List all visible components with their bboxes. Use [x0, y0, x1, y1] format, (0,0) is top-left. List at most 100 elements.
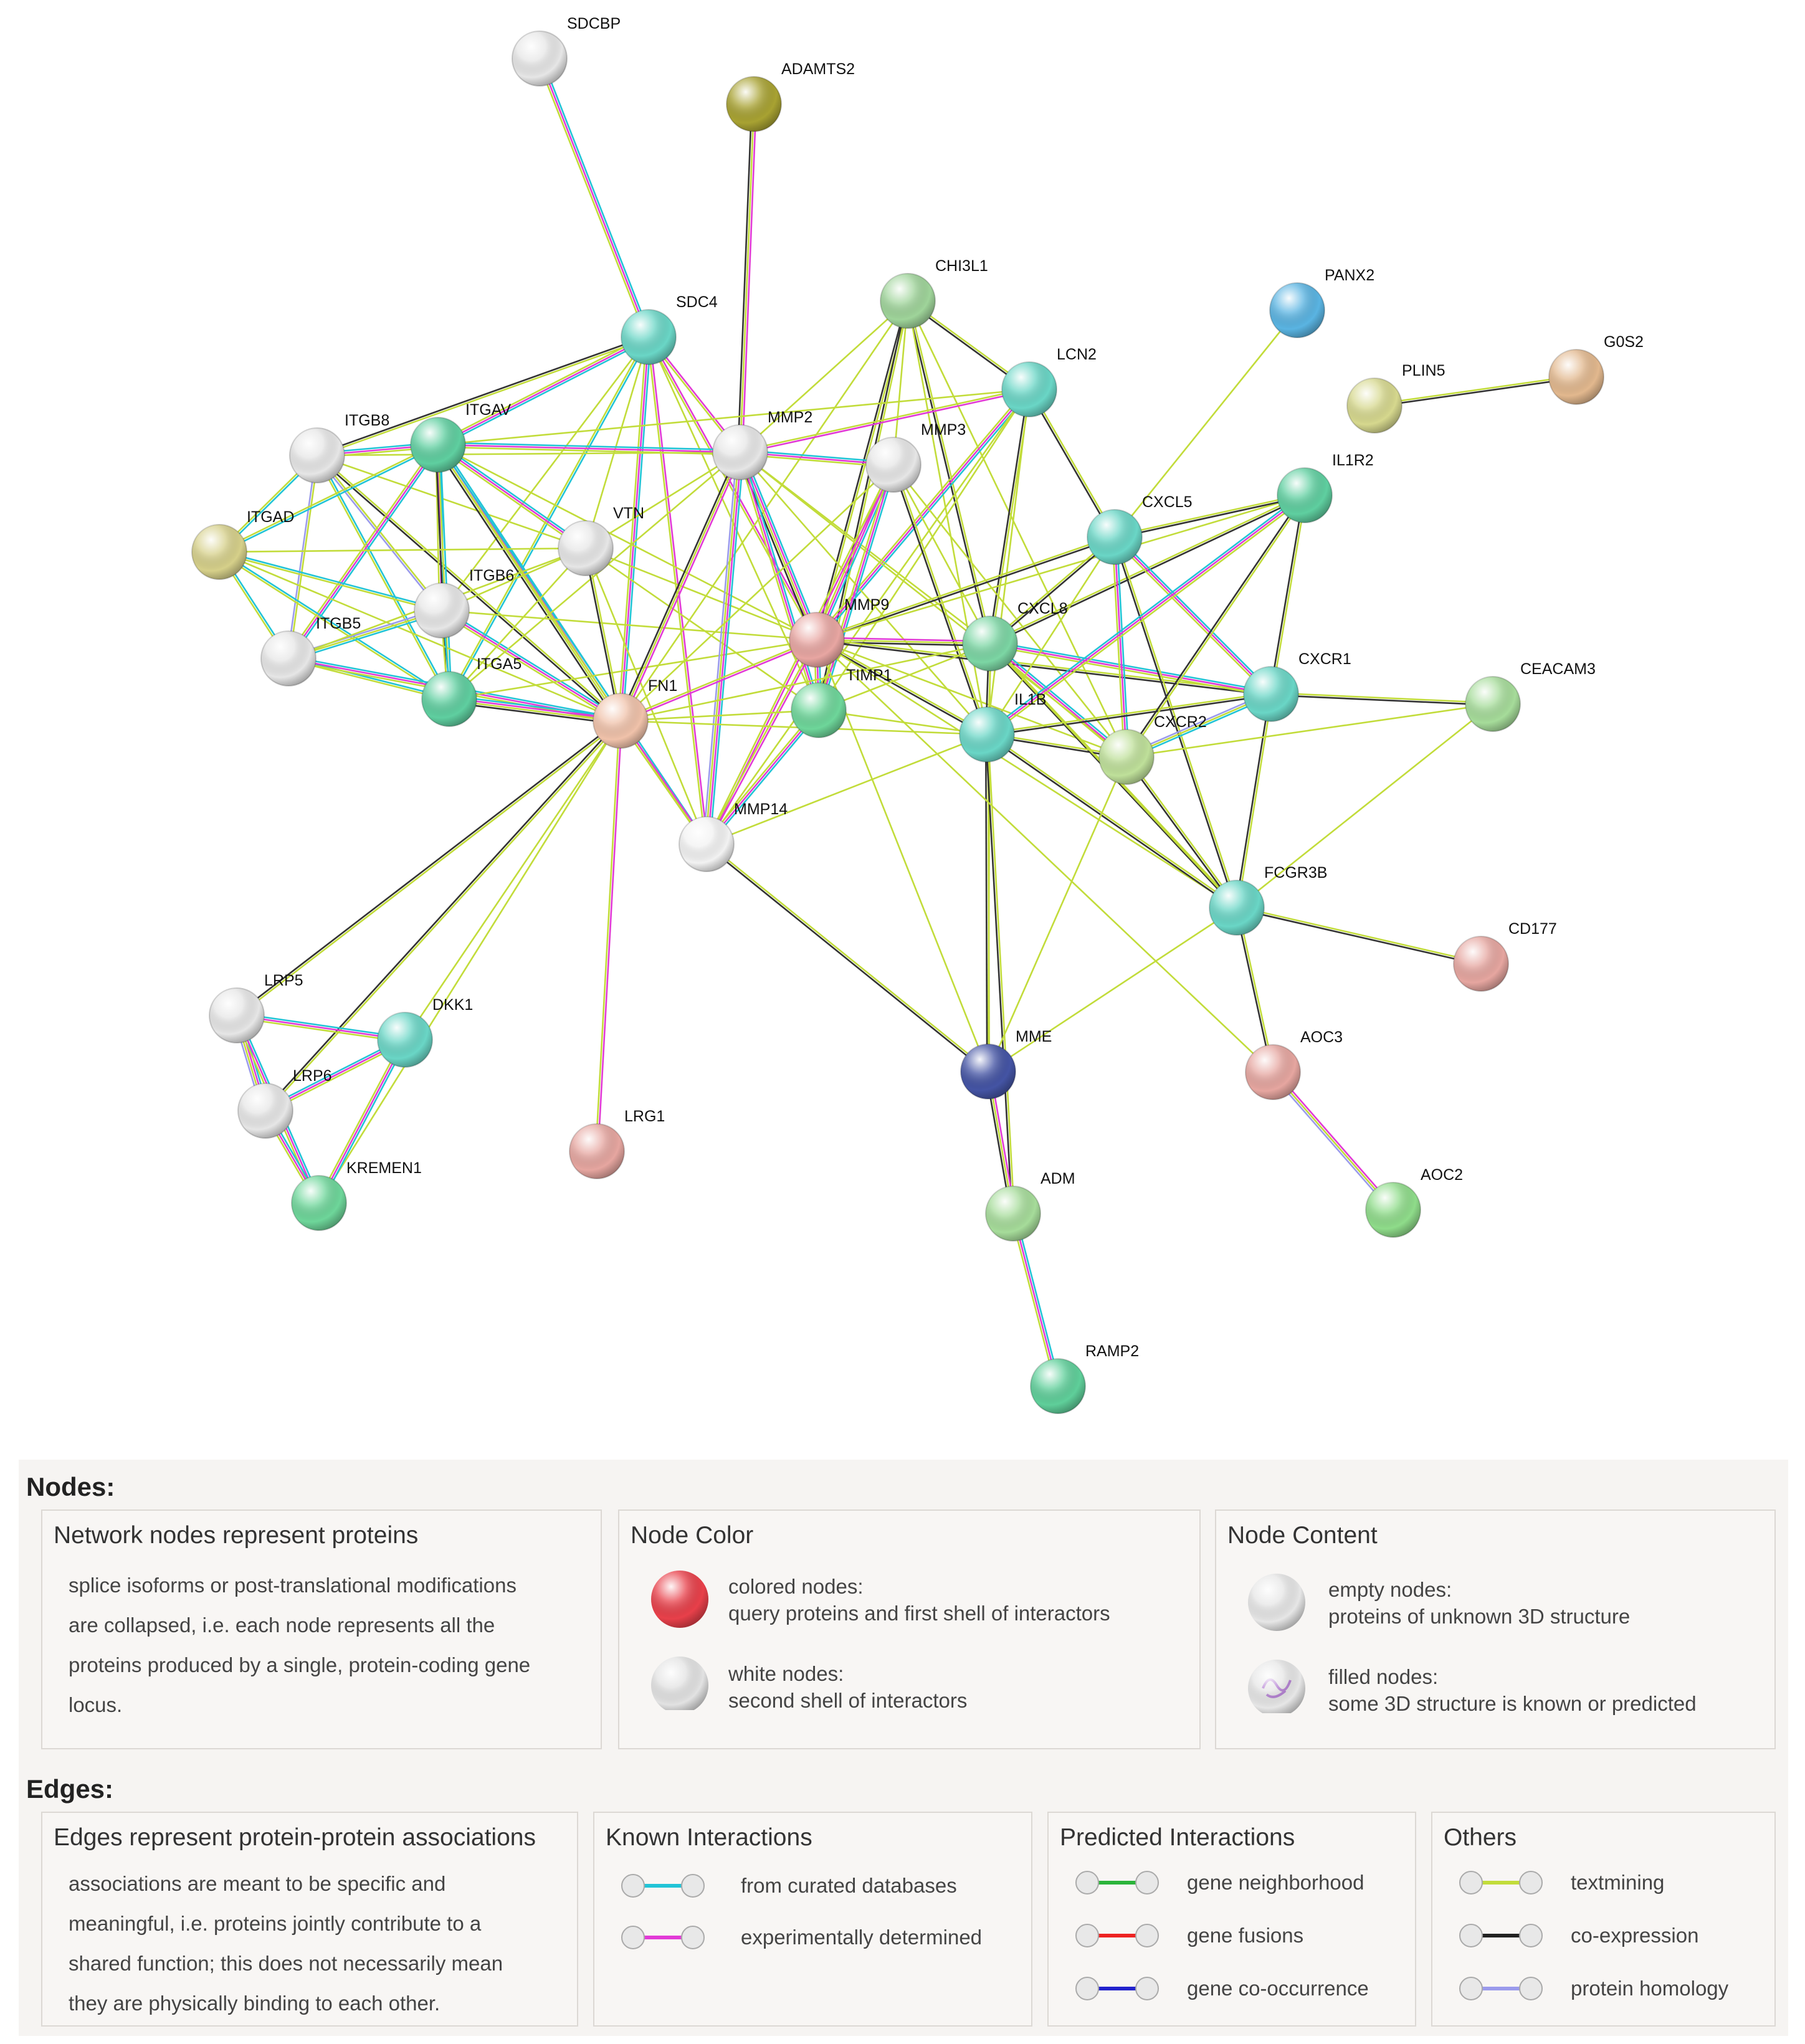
- edge-IL1R2-CXCR1[interactable]: [1269, 495, 1307, 695]
- edge-ITGAD-VTN[interactable]: [219, 547, 586, 553]
- edge-FN1-CXCL8[interactable]: [620, 642, 991, 722]
- node-SDCBP[interactable]: SDCBP: [512, 15, 621, 87]
- edge-FCGR3B-MME[interactable]: [988, 906, 1237, 1073]
- node-FCGR3B[interactable]: FCGR3B: [1209, 864, 1327, 936]
- edge-ITGB8-VTN[interactable]: [317, 454, 586, 549]
- edge-FN1-LRP6[interactable]: [264, 719, 622, 1113]
- edge-ITGA5-MMP9[interactable]: [449, 639, 817, 700]
- edge-SDC4-ITGB6[interactable]: [441, 336, 650, 611]
- edge-MMP2-FN1[interactable]: [617, 451, 743, 722]
- node-MMP14[interactable]: MMP14: [679, 801, 788, 872]
- edge-VTN-FN1[interactable]: [583, 548, 623, 721]
- edge-FN1-KREMEN1[interactable]: [318, 720, 622, 1204]
- node-RAMP2[interactable]: RAMP2: [1030, 1343, 1139, 1414]
- edge-MMP14-MME[interactable]: [705, 842, 989, 1073]
- edge-MMP3-FN1[interactable]: [620, 464, 894, 721]
- edge-CHI3L1-FN1[interactable]: [619, 300, 909, 721]
- node-LRG1[interactable]: LRG1: [569, 1108, 665, 1179]
- protein-interaction-network[interactable]: SDCBPADAMTS2SDC4CHI3L1PANX2G0S2PLIN5LCN2…: [0, 0, 1805, 1433]
- edge-FN1-LRG1[interactable]: [594, 720, 623, 1152]
- node-ADAMTS2[interactable]: ADAMTS2: [726, 60, 855, 132]
- edge-ITGAD-ITGA5[interactable]: [218, 550, 450, 701]
- node-MMP2[interactable]: MMP2: [712, 409, 812, 480]
- edge-LCN2-CXCL5[interactable]: [1027, 388, 1117, 538]
- edge-SDCBP-SDC4[interactable]: [536, 57, 652, 338]
- edge-CXCL5-CXCR1[interactable]: [1112, 535, 1274, 696]
- edge-MMP14-IL1B[interactable]: [706, 733, 988, 845]
- node-DKK1[interactable]: DKK1: [377, 996, 473, 1068]
- edge-LCN2-IL1B[interactable]: [986, 389, 1031, 735]
- node-PLIN5[interactable]: PLIN5: [1346, 362, 1445, 434]
- node-AOC2[interactable]: AOC2: [1365, 1166, 1463, 1238]
- node-LCN2[interactable]: LCN2: [1001, 346, 1097, 417]
- edge-LRP5-DKK1[interactable]: [236, 1012, 406, 1043]
- edge-CXCR1-FCGR3B[interactable]: [1234, 693, 1274, 908]
- edge-PANX2-CXCL5[interactable]: [1113, 310, 1298, 538]
- edge-ITGAD-ITGB6[interactable]: [219, 550, 442, 612]
- node-G0S2[interactable]: G0S2: [1548, 333, 1644, 405]
- edge-CXCL5-FCGR3B[interactable]: [1113, 536, 1239, 908]
- edge-MMP2-TIMP1[interactable]: [737, 451, 822, 711]
- edge-CXCL5-IL1B[interactable]: [986, 536, 1116, 735]
- edge-MMP2-MMP14[interactable]: [702, 452, 745, 845]
- edge-TIMP1-MMP14[interactable]: [704, 708, 821, 847]
- node-CXCR2[interactable]: CXCR2: [1098, 713, 1207, 785]
- edge-CEACAM3-FCGR3B[interactable]: [1236, 703, 1493, 909]
- edge-IL1B-CXCR1[interactable]: [986, 692, 1272, 737]
- node-ADM[interactable]: ADM: [985, 1170, 1075, 1242]
- edge-MMP3-CXCR2[interactable]: [892, 464, 1128, 758]
- edge-MMP9-IL1B[interactable]: [816, 638, 988, 736]
- edge-AOC3-AOC2[interactable]: [1270, 1070, 1396, 1212]
- edge-FN1-LRP5[interactable]: [236, 719, 622, 1017]
- node-CD177[interactable]: CD177: [1453, 920, 1557, 992]
- edge-SDC4-FN1[interactable]: [617, 336, 652, 721]
- node-LRP5[interactable]: LRP5: [209, 972, 303, 1043]
- edge-ITGB8-ITGA5[interactable]: [315, 454, 451, 700]
- node-ITGB8[interactable]: ITGB8: [289, 412, 389, 483]
- node-CXCR1[interactable]: CXCR1: [1243, 650, 1351, 722]
- edge-ITGAV-LCN2[interactable]: [437, 388, 1030, 446]
- node-MMP9[interactable]: MMP9: [789, 596, 889, 668]
- edge-CXCR1-CEACAM3[interactable]: [1270, 692, 1493, 706]
- edge-LCN2-MMP14[interactable]: [705, 389, 1031, 845]
- edge-ITGB6-MMP9[interactable]: [441, 609, 817, 641]
- edge-VTN-MMP9[interactable]: [585, 547, 817, 641]
- edge-MMP2-IL1B[interactable]: [740, 452, 988, 735]
- edge-MMP3-IL1B[interactable]: [892, 463, 989, 736]
- edge-CXCL8-CXCR1[interactable]: [989, 640, 1272, 697]
- edge-ADAMTS2-MMP2[interactable]: [737, 103, 757, 453]
- edge-FN1-DKK1[interactable]: [404, 720, 622, 1040]
- node-VTN[interactable]: VTN: [558, 505, 644, 576]
- edge-MMP9-FN1[interactable]: [619, 638, 818, 723]
- edge-CHI3L1-MMP3[interactable]: [892, 300, 909, 465]
- node-ITGB5[interactable]: ITGB5: [260, 615, 361, 687]
- node-LRP6[interactable]: LRP6: [237, 1067, 332, 1139]
- edge-MMP3-CXCL8[interactable]: [892, 464, 991, 644]
- node-IL1B[interactable]: IL1B: [959, 691, 1046, 763]
- node-MMP3[interactable]: MMP3: [865, 421, 966, 493]
- edge-IL1B-IL1R2[interactable]: [985, 493, 1307, 737]
- node-CEACAM3[interactable]: CEACAM3: [1465, 660, 1596, 732]
- node-CXCL8[interactable]: CXCL8: [962, 600, 1068, 672]
- node-ITGB6[interactable]: ITGB6: [414, 567, 514, 639]
- edge-MMP9-CXCL5[interactable]: [816, 535, 1116, 642]
- edge-MME-CXCR2[interactable]: [987, 756, 1128, 1072]
- edge-FCGR3B-CD177[interactable]: [1236, 905, 1482, 966]
- edge-CXCL5-IL1R2[interactable]: [1114, 493, 1305, 540]
- edge-ITGAV-ITGAD[interactable]: [218, 443, 439, 554]
- edge-ITGAV-MMP9[interactable]: [437, 444, 817, 641]
- edge-MMP9-CXCR1[interactable]: [816, 637, 1272, 696]
- edge-ITGAD-FN1[interactable]: [219, 551, 621, 722]
- edge-SDC4-MMP9[interactable]: [647, 336, 819, 641]
- node-CXCL5[interactable]: CXCL5: [1087, 493, 1193, 565]
- edge-ITGAV-VTN[interactable]: [436, 442, 588, 551]
- edge-ITGB8-ITGB5[interactable]: [286, 455, 320, 659]
- edge-CXCR2-FCGR3B[interactable]: [1125, 756, 1239, 909]
- node-PANX2[interactable]: PANX2: [1269, 267, 1374, 338]
- edge-CXCL5-CXCR2[interactable]: [1112, 536, 1130, 758]
- node-ITGAD[interactable]: ITGAD: [191, 508, 294, 580]
- node-KREMEN1[interactable]: KREMEN1: [291, 1159, 422, 1231]
- edge-LCN2-MMP2[interactable]: [740, 387, 1030, 455]
- edge-ADM-RAMP2[interactable]: [1010, 1212, 1061, 1387]
- edge-CHI3L1-MMP2[interactable]: [740, 300, 908, 453]
